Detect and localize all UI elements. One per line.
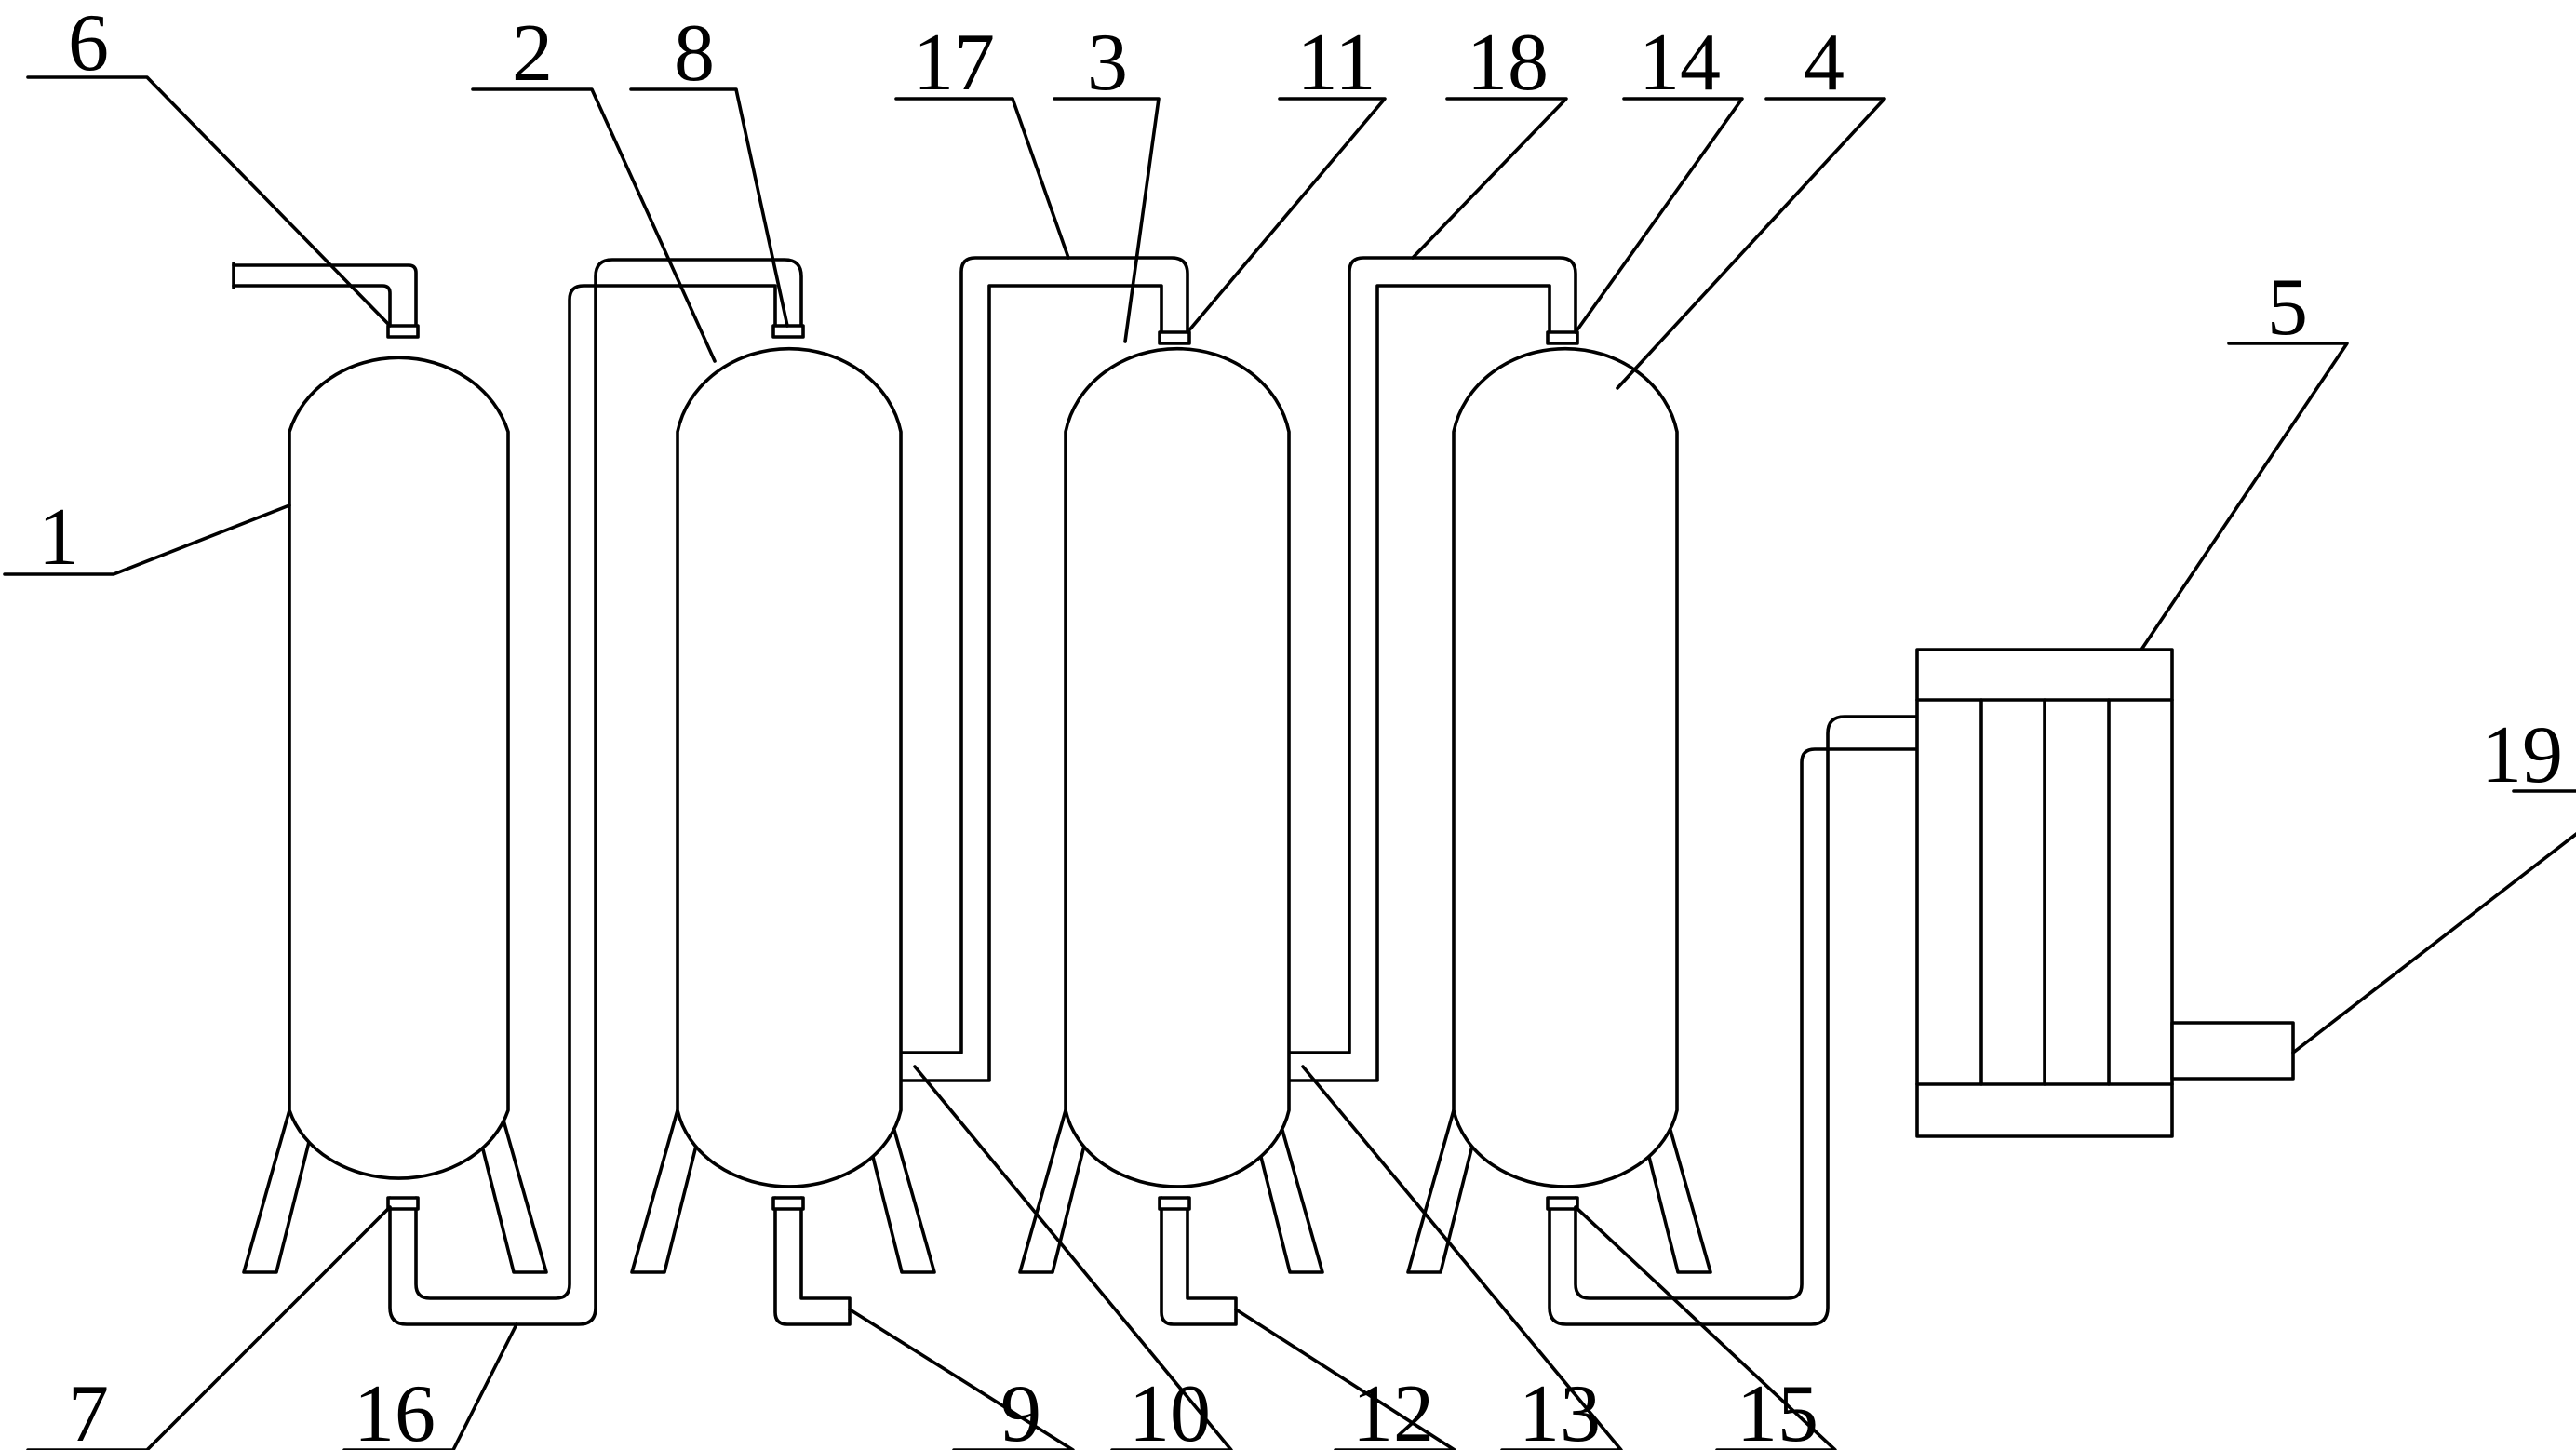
outlet-pipe-to-cooler xyxy=(1548,715,1919,1326)
pipe-18 xyxy=(1287,256,1577,1054)
label-7: 7 xyxy=(68,1369,109,1450)
label-10: 10 xyxy=(1129,1369,1211,1450)
vessels xyxy=(288,346,1679,1188)
inlet-pipe xyxy=(232,263,418,331)
pipe-17 xyxy=(899,256,1189,1054)
label-12: 12 xyxy=(1352,1369,1434,1450)
label-18: 18 xyxy=(1467,18,1549,108)
label-4: 4 xyxy=(1804,18,1845,108)
label-16: 16 xyxy=(354,1369,436,1450)
label-9: 9 xyxy=(1000,1369,1041,1450)
vessel-4 xyxy=(1452,346,1679,1188)
label-5: 5 xyxy=(2267,262,2308,353)
label-14: 14 xyxy=(1639,18,1721,108)
pipe-16 xyxy=(388,258,803,1326)
drain-pipe-9 xyxy=(773,1196,852,1326)
reference-labels: 6 1 2 8 17 3 11 18 14 4 5 19 7 16 9 10 1… xyxy=(38,0,2563,1450)
label-1: 1 xyxy=(38,492,79,583)
label-3: 3 xyxy=(1087,18,1128,108)
label-15: 15 xyxy=(1737,1369,1818,1450)
drain-pipe-12 xyxy=(1160,1196,1238,1326)
ports xyxy=(386,324,1579,1211)
label-13: 13 xyxy=(1519,1369,1601,1450)
outlet-19 xyxy=(2170,1021,2295,1081)
vessel-3 xyxy=(1064,346,1291,1188)
cooler-5 xyxy=(1915,648,2295,1138)
vessel-1 xyxy=(288,356,510,1180)
label-2: 2 xyxy=(512,8,553,99)
label-6: 6 xyxy=(68,0,109,88)
vessel-2 xyxy=(676,346,903,1188)
label-17: 17 xyxy=(913,18,995,108)
label-11: 11 xyxy=(1297,18,1376,108)
label-8: 8 xyxy=(674,8,715,99)
leader-lines xyxy=(3,75,2576,1450)
label-19: 19 xyxy=(2481,710,2563,800)
